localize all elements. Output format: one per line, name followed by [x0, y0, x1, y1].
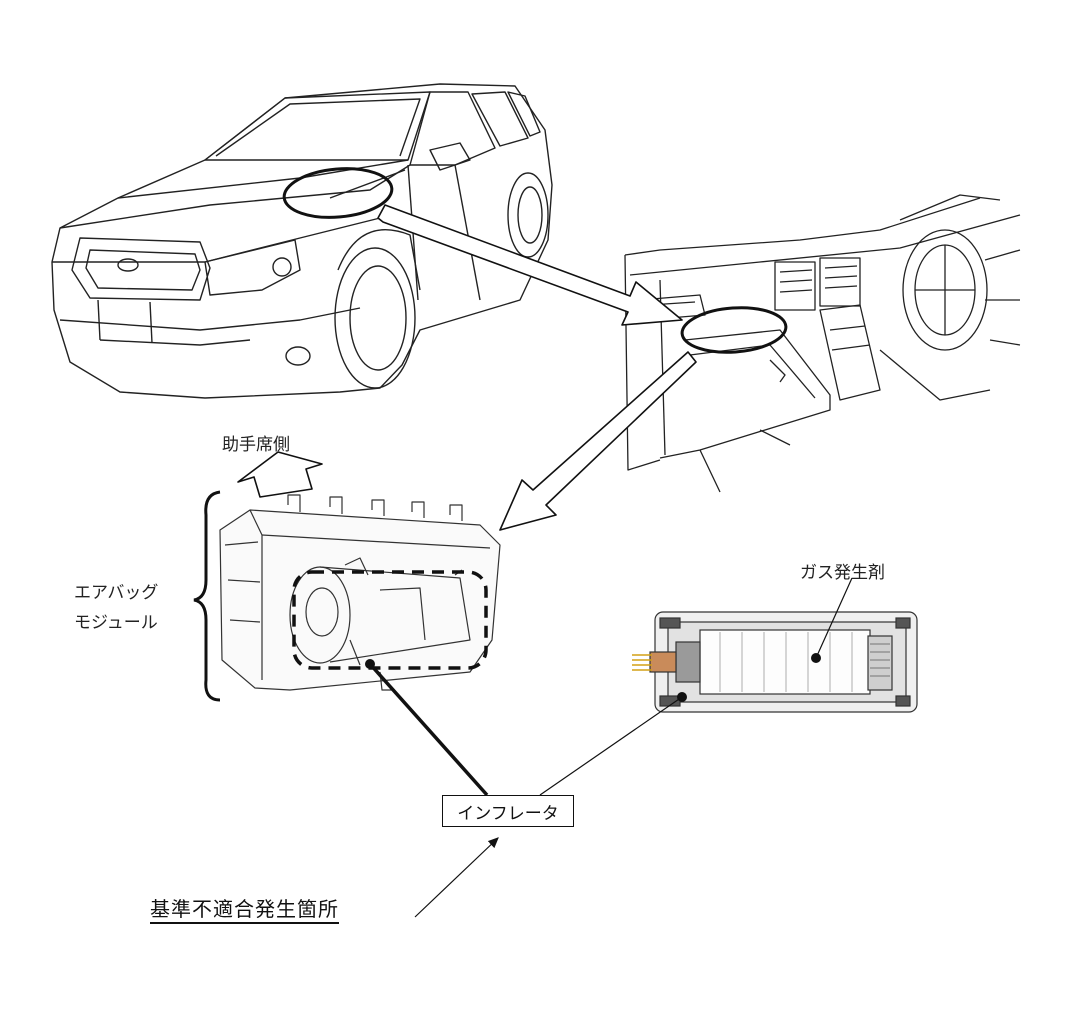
gas-generant-label: ガス発生剤	[800, 563, 885, 583]
inflator-dashed-outline	[292, 570, 488, 670]
dashboard-to-module-arrow	[499, 351, 697, 531]
car-illustration	[51, 83, 553, 399]
nonconformity-arrow	[414, 837, 499, 918]
nonconformity-location-label: 基準不適合発生箇所	[150, 897, 339, 921]
car-to-dashboard-arrow	[377, 204, 683, 326]
airbag-module-label-line2: モジュール	[74, 613, 158, 633]
passenger-side-label: 助手席側	[222, 435, 290, 455]
dashboard-highlight-circle	[680, 306, 788, 354]
dashboard-illustration	[624, 194, 1021, 493]
module-to-inflator-leader	[368, 662, 489, 797]
inflator-label: インフレータ	[457, 803, 559, 824]
section-to-inflator-leader	[539, 696, 683, 796]
module-brace	[193, 490, 221, 702]
inflator-cross-section	[632, 611, 918, 713]
passenger-side-arrow	[237, 451, 323, 498]
airbag-module-illustration	[219, 494, 501, 691]
inflator-label-box: インフレータ	[442, 795, 574, 827]
car-highlight-circle	[282, 167, 394, 219]
gas-generant-leader	[815, 577, 853, 659]
airbag-module-label-line1: エアバッグ	[74, 583, 159, 603]
airbag-module-label: エアバッグ モジュール	[74, 578, 158, 638]
